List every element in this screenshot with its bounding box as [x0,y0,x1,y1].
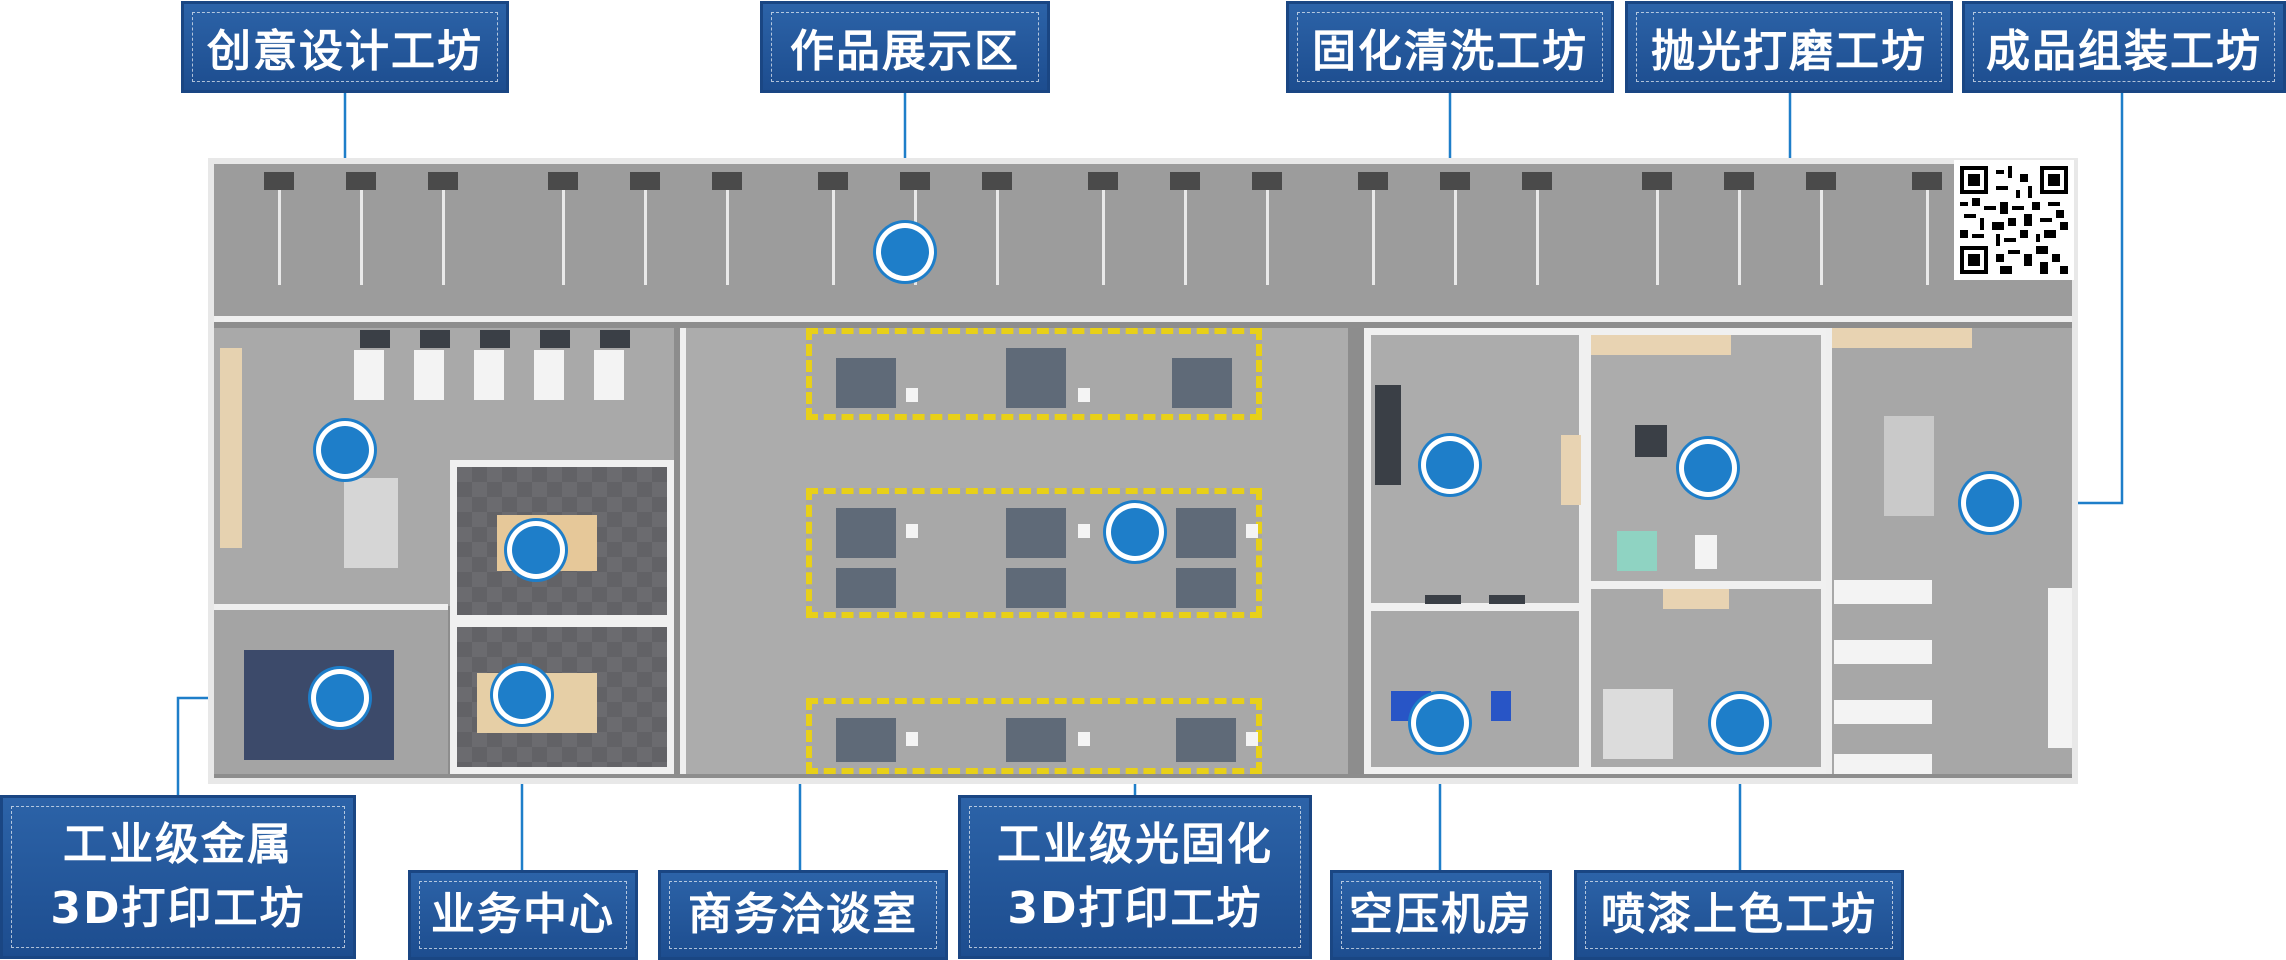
label-negotiation-text: 商务洽谈室 [688,889,918,940]
label-polish[interactable]: 抛光打磨工坊 [1625,1,1953,93]
marker-photo-3d[interactable] [1111,508,1159,556]
label-photo-3d-line2: 3D打印工坊 [1007,883,1263,934]
assembly-room [1826,328,2072,774]
paint-room [1584,582,1828,774]
marker-assembly[interactable] [1966,479,2014,527]
cure-wash-room [1364,328,1586,610]
marker-paint[interactable] [1716,699,1764,747]
qr-code-icon [1954,160,2074,280]
marker-air[interactable] [1416,699,1464,747]
label-paint[interactable]: 喷漆上色工坊 [1574,870,1904,960]
label-cure-wash-text: 固化清洗工坊 [1312,26,1588,77]
label-design-text: 创意设计工坊 [207,26,483,77]
label-assembly[interactable]: 成品组装工坊 [1962,1,2286,93]
label-business[interactable]: 业务中心 [408,870,638,960]
label-air[interactable]: 空压机房 [1330,870,1552,960]
floor-plan [208,158,2078,784]
marker-polish[interactable] [1684,444,1732,492]
label-photo-3d-line1: 工业级光固化 [997,819,1273,870]
label-air-text: 空压机房 [1349,889,1533,940]
label-metal-3d-line1: 工业级金属 [63,819,293,870]
label-exhibit-text: 作品展示区 [790,26,1020,77]
air-compressor-room [1364,604,1586,774]
marker-negotiation[interactable] [512,526,560,574]
exhibit-area [214,164,2072,322]
marker-exhibit[interactable] [881,228,929,276]
label-polish-text: 抛光打磨工坊 [1651,26,1927,77]
label-assembly-text: 成品组装工坊 [1986,26,2262,77]
photo-3d-room [680,328,1348,774]
negotiation-room [450,460,674,622]
label-exhibit[interactable]: 作品展示区 [760,1,1050,93]
label-negotiation[interactable]: 商务洽谈室 [658,870,948,960]
label-metal-3d[interactable]: 工业级金属 3D打印工坊 [0,795,356,959]
marker-cure-wash[interactable] [1426,441,1474,489]
marker-design[interactable] [321,426,369,474]
label-metal-3d-line2: 3D打印工坊 [50,883,306,934]
polish-room [1584,328,1828,588]
label-design[interactable]: 创意设计工坊 [181,1,509,93]
business-room [450,620,674,774]
marker-business[interactable] [498,671,546,719]
label-business-text: 业务中心 [431,889,615,940]
label-cure-wash[interactable]: 固化清洗工坊 [1286,1,1614,93]
label-paint-text: 喷漆上色工坊 [1601,889,1877,940]
marker-metal-3d[interactable] [316,674,364,722]
label-photo-3d[interactable]: 工业级光固化 3D打印工坊 [958,795,1312,959]
